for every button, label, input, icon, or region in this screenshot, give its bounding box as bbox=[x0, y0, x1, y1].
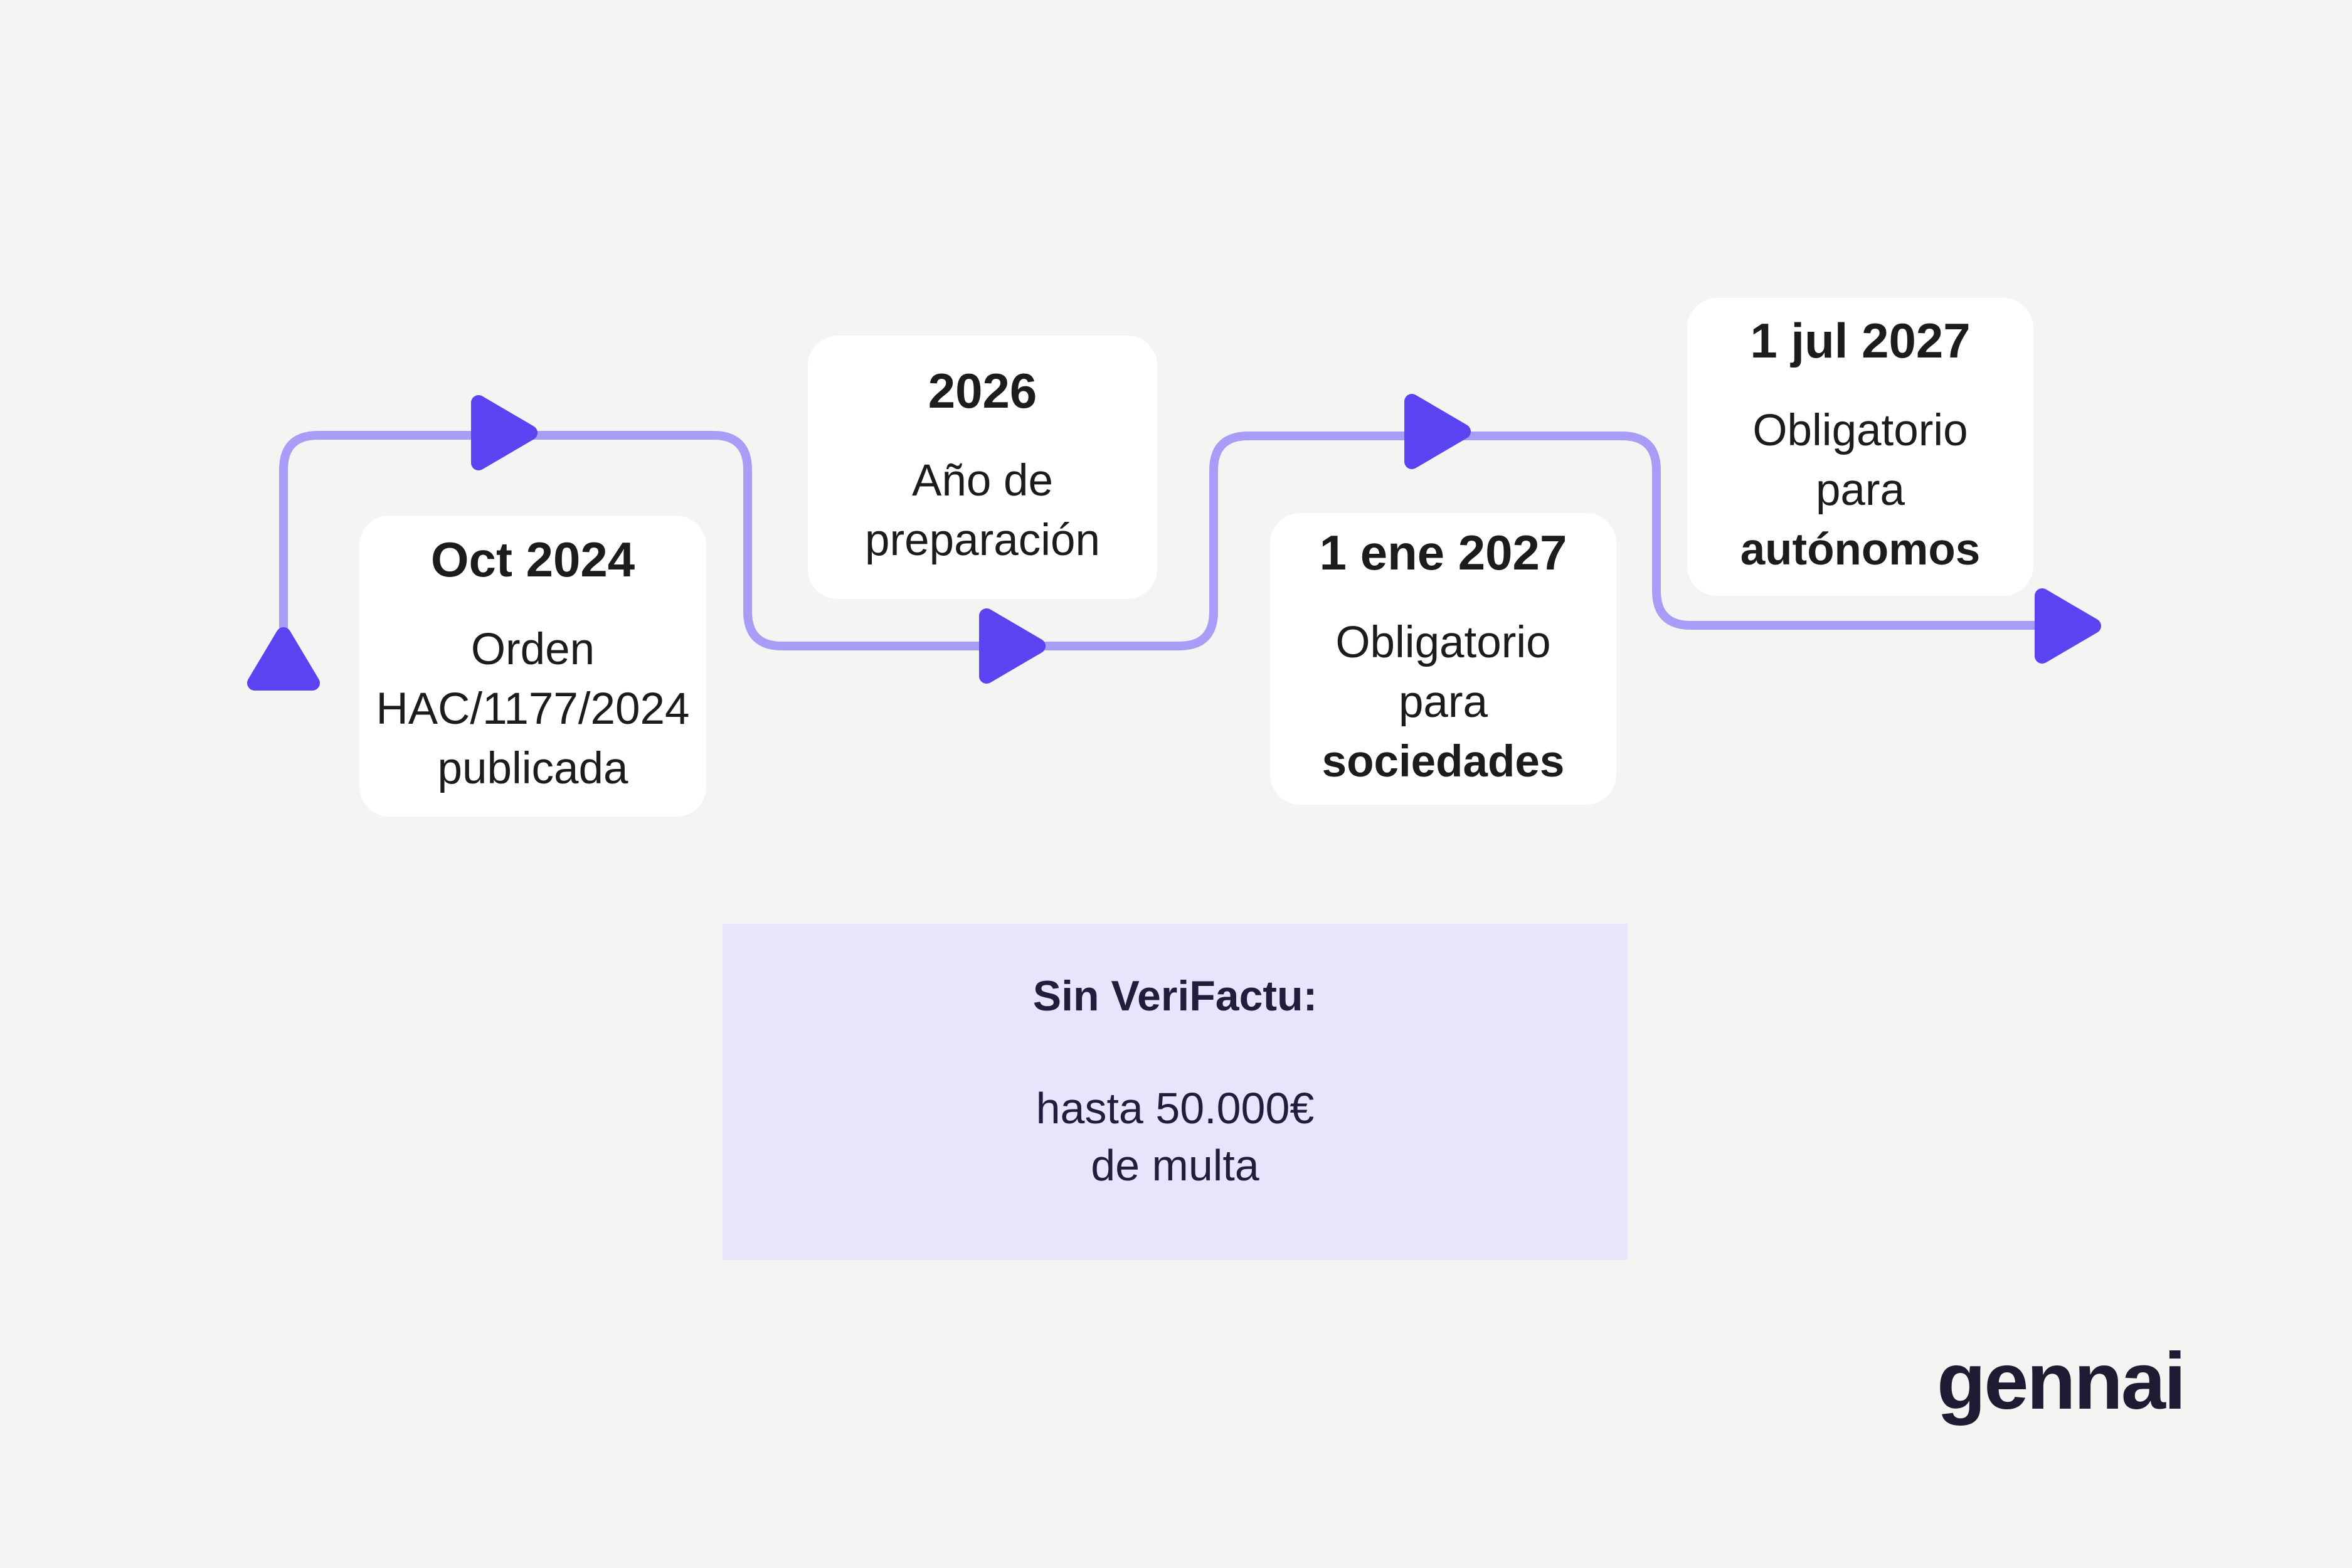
milestone-card: 2026 Año de preparación bbox=[808, 336, 1157, 599]
milestone-date: 2026 bbox=[928, 363, 1037, 418]
milestone-date: Oct 2024 bbox=[430, 532, 635, 588]
penalty-title: Sin VeriFactu: bbox=[1032, 972, 1318, 1020]
penalty-amount: hasta 50.000€ bbox=[1036, 1083, 1315, 1133]
milestone-card: 1 ene 2027 Obligatorio para sociedades bbox=[1270, 513, 1616, 805]
milestone-description: Obligatorio para autónomos bbox=[1740, 405, 1981, 575]
penalty-label: de multa bbox=[1091, 1140, 1259, 1190]
milestone-description: Obligatorio para sociedades bbox=[1322, 617, 1565, 787]
end-arrow-icon bbox=[2035, 588, 2101, 664]
gennai-logo: gennai bbox=[1937, 1337, 2186, 1426]
arrow-right-icon bbox=[979, 608, 1046, 684]
penalty-description: hasta 50.000€ de multa bbox=[1036, 1080, 1315, 1194]
timeline-path bbox=[279, 431, 2079, 650]
milestone-description: Orden HAC/1177/2024 publicada bbox=[376, 625, 690, 794]
start-marker-icon bbox=[247, 627, 320, 691]
arrow-right-icon bbox=[471, 395, 538, 470]
milestone-card: 1 jul 2027 Obligatorio para autónomos bbox=[1687, 298, 2033, 596]
arrow-right-icon bbox=[1404, 394, 1471, 469]
milestone-card: Oct 2024 Orden HAC/1177/2024 publicada bbox=[359, 516, 706, 817]
milestone-date: 1 jul 2027 bbox=[1750, 312, 1971, 368]
penalty-highlight-box: Sin VeriFactu: hasta 50.000€ de multa bbox=[723, 924, 1628, 1260]
milestone-date: 1 ene 2027 bbox=[1319, 524, 1567, 580]
milestone-description: Año de preparación bbox=[865, 455, 1100, 565]
